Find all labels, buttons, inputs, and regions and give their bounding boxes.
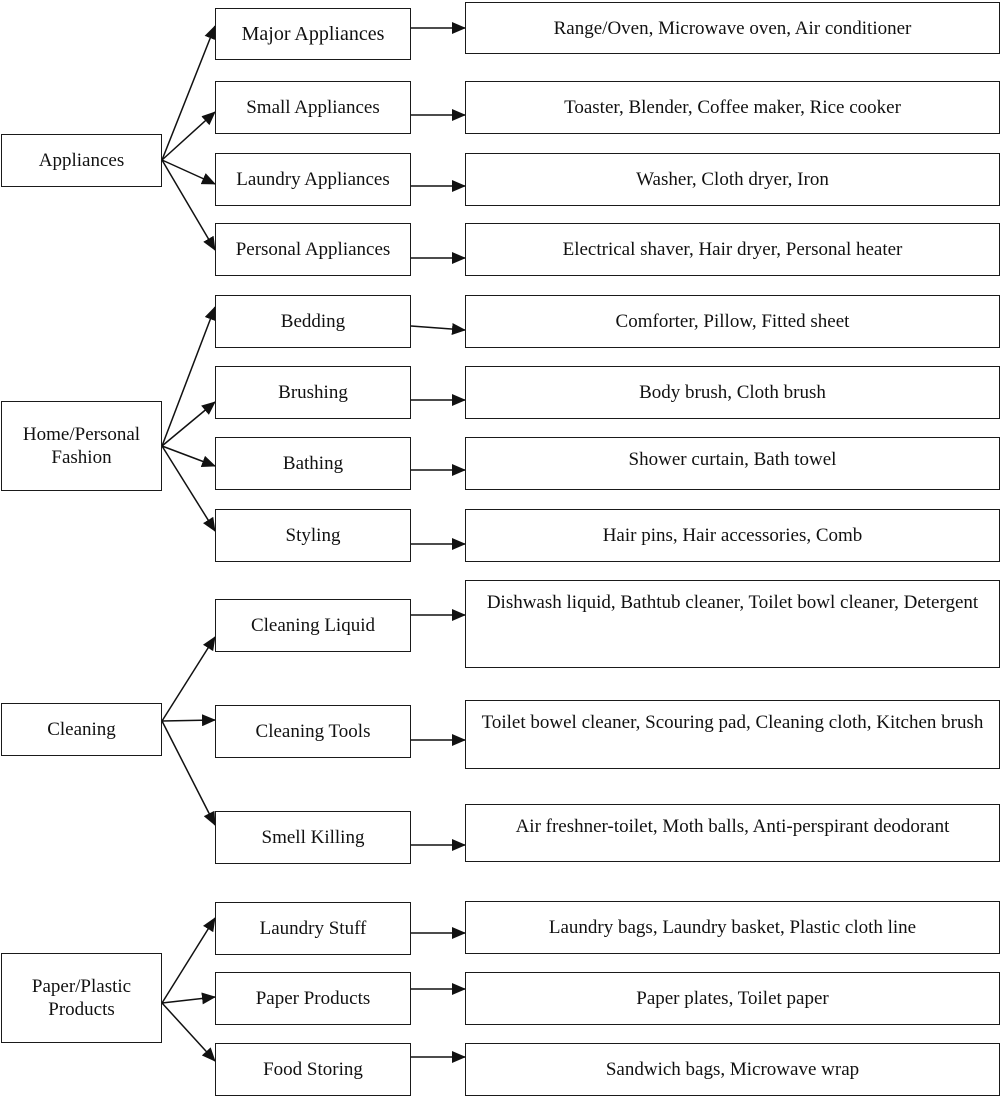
subcategory-box-food-storing: Food Storing — [215, 1043, 411, 1096]
subcategory-label: Brushing — [278, 382, 348, 403]
items-text: Toilet bowel cleaner, Scouring pad, Clea… — [481, 712, 984, 733]
items-text: Shower curtain, Bath towel — [628, 449, 837, 470]
category-label: Cleaning — [47, 719, 116, 740]
subcategory-label: Cleaning Tools — [255, 721, 371, 742]
subcategory-box-laundry-stuff: Laundry Stuff — [215, 902, 411, 955]
subcategory-label: Bedding — [280, 311, 346, 332]
items-box-bathing: Shower curtain, Bath towel — [465, 437, 1000, 490]
items-box-food-storing: Sandwich bags, Microwave wrap — [465, 1043, 1000, 1096]
items-box-bedding: Comforter, Pillow, Fitted sheet — [465, 295, 1000, 348]
fanout-arrow — [161, 445, 216, 532]
fanout-arrow — [161, 917, 216, 1004]
items-text: Air freshner-toilet, Moth balls, Anti-pe… — [515, 816, 950, 837]
subcategory-box-smell-killing: Smell Killing — [215, 811, 411, 864]
subcategory-box-major-appliances: Major Appliances — [215, 8, 411, 60]
fanout-arrow — [161, 25, 216, 161]
fanout-arrow — [161, 1002, 216, 1062]
subcategory-label: Cleaning Liquid — [250, 615, 375, 636]
subcategory-label: Laundry Appliances — [236, 169, 390, 190]
subcategory-label: Bathing — [282, 453, 344, 474]
items-text: Electrical shaver, Hair dryer, Personal … — [562, 239, 903, 260]
subcategory-box-styling: Styling — [215, 509, 411, 562]
fanout-arrow — [161, 111, 216, 161]
items-text: Paper plates, Toilet paper — [636, 988, 829, 1009]
fanout-arrow — [161, 159, 216, 251]
subcategory-label: Personal Appliances — [235, 239, 391, 260]
subcategory-box-cleaning-tools: Cleaning Tools — [215, 705, 411, 758]
subcategory-box-brushing: Brushing — [215, 366, 411, 419]
subcategory-box-cleaning-liquid: Cleaning Liquid — [215, 599, 411, 652]
subcategory-label: Major Appliances — [241, 22, 385, 45]
items-box-brushing: Body brush, Cloth brush — [465, 366, 1000, 419]
items-box-laundry-stuff: Laundry bags, Laundry basket, Plastic cl… — [465, 901, 1000, 954]
items-text: Sandwich bags, Microwave wrap — [605, 1059, 860, 1080]
items-text: Laundry bags, Laundry basket, Plastic cl… — [548, 917, 917, 938]
items-box-laundry-appliances: Washer, Cloth dryer, Iron — [465, 153, 1000, 206]
items-text: Body brush, Cloth brush — [639, 382, 826, 403]
category-label: Paper/Plastic Products — [31, 976, 132, 1020]
category-box-paper-plastic-products: Paper/Plastic Products — [1, 953, 162, 1043]
items-box-styling: Hair pins, Hair accessories, Comb — [465, 509, 1000, 562]
items-box-personal-appliances: Electrical shaver, Hair dryer, Personal … — [465, 223, 1000, 276]
fanout-arrow — [161, 401, 216, 447]
items-text: Comforter, Pillow, Fitted sheet — [615, 311, 850, 332]
subcategory-box-laundry-appliances: Laundry Appliances — [215, 153, 411, 206]
category-box-home-personal-fashion: Home/Personal Fashion — [1, 401, 162, 491]
items-text: Washer, Cloth dryer, Iron — [636, 169, 829, 190]
fanout-arrow — [161, 445, 216, 468]
fanout-arrow — [161, 636, 216, 722]
category-label: Home/Personal Fashion — [22, 424, 141, 468]
items-box-paper-products: Paper plates, Toilet paper — [465, 972, 1000, 1025]
subcategory-label: Styling — [285, 525, 341, 546]
item-arrow — [410, 323, 466, 336]
subcategory-label: Laundry Stuff — [259, 918, 367, 939]
subcategory-box-small-appliances: Small Appliances — [215, 81, 411, 134]
fanout-arrow — [161, 720, 216, 826]
subcategory-box-bedding: Bedding — [215, 295, 411, 348]
category-box-cleaning: Cleaning — [1, 703, 162, 756]
items-text: Dishwash liquid, Bathtub cleaner, Toilet… — [486, 592, 979, 613]
subcategory-label: Paper Products — [255, 988, 371, 1009]
items-box-small-appliances: Toaster, Blender, Coffee maker, Rice coo… — [465, 81, 1000, 134]
subcategory-label: Food Storing — [263, 1059, 363, 1080]
subcategory-box-bathing: Bathing — [215, 437, 411, 490]
items-text: Toaster, Blender, Coffee maker, Rice coo… — [564, 97, 901, 118]
fanout-arrow — [161, 714, 216, 727]
items-text: Range/Oven, Microwave oven, Air conditio… — [553, 17, 912, 39]
items-box-major-appliances: Range/Oven, Microwave oven, Air conditio… — [465, 2, 1000, 54]
items-box-cleaning-tools: Toilet bowel cleaner, Scouring pad, Clea… — [465, 700, 1000, 769]
fanout-arrow — [161, 159, 216, 185]
subcategory-label: Small Appliances — [246, 97, 380, 118]
subcategory-label: Smell Killing — [261, 827, 365, 848]
subcategory-box-personal-appliances: Personal Appliances — [215, 223, 411, 276]
items-box-cleaning-liquid: Dishwash liquid, Bathtub cleaner, Toilet… — [465, 580, 1000, 668]
items-text: Hair pins, Hair accessories, Comb — [602, 525, 863, 546]
fanout-arrow — [161, 992, 216, 1005]
category-box-appliances: Appliances — [1, 134, 162, 187]
subcategory-box-paper-products: Paper Products — [215, 972, 411, 1025]
fanout-arrow — [161, 306, 216, 447]
items-box-smell-killing: Air freshner-toilet, Moth balls, Anti-pe… — [465, 804, 1000, 862]
category-label: Appliances — [38, 150, 125, 171]
